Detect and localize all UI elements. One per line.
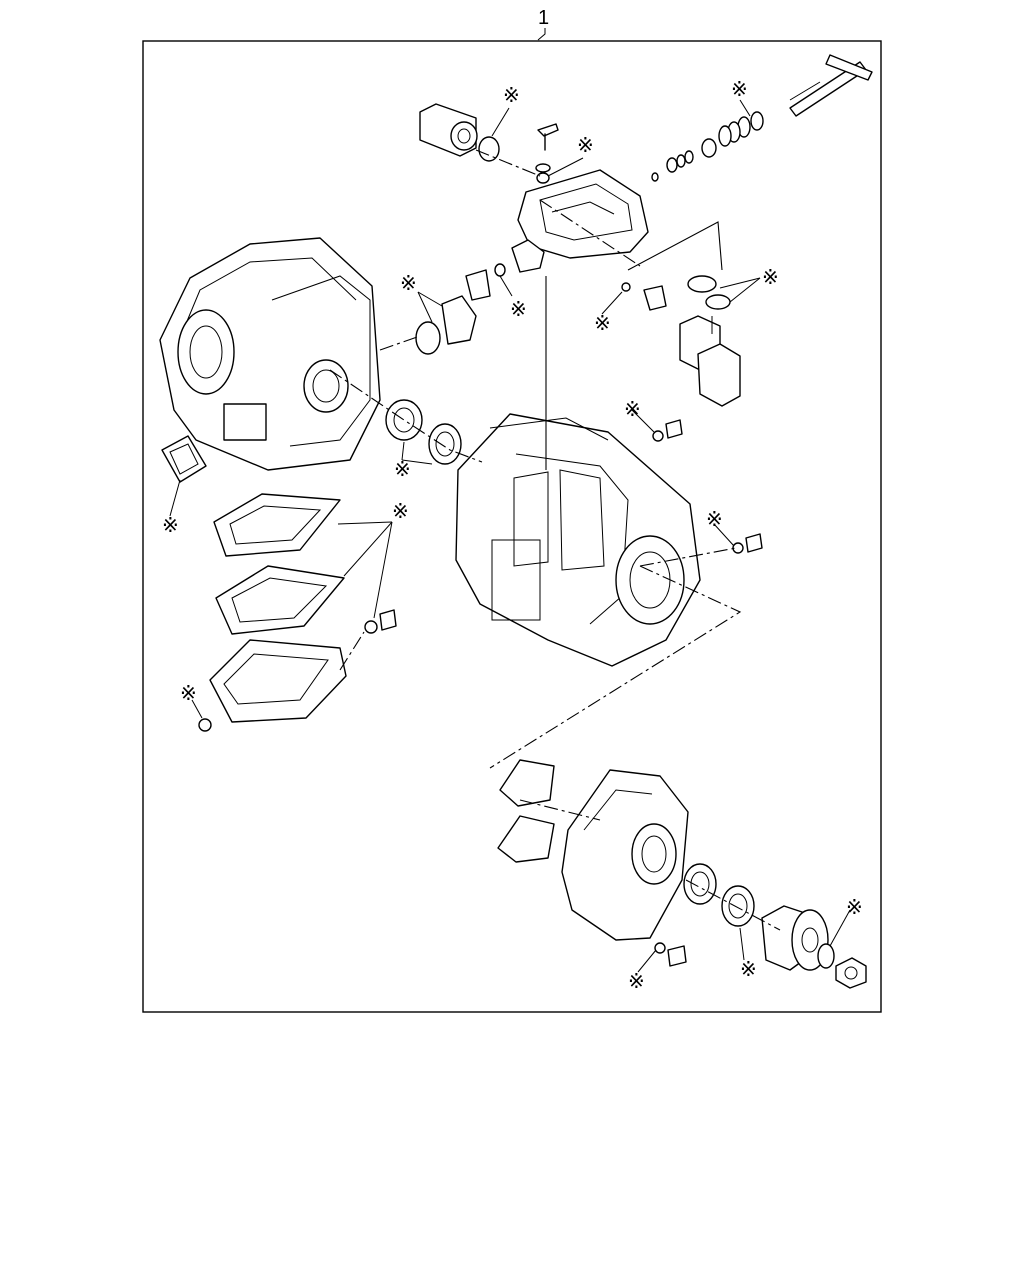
kit-marker: ※ (740, 957, 757, 981)
extension-housing-gasket (497, 759, 555, 863)
control-housing (511, 169, 649, 273)
kit-marker-leaders (169, 99, 851, 973)
oil-seal-lower (428, 423, 462, 465)
pan-drain-plug (364, 609, 397, 634)
callout-leader (537, 28, 546, 41)
selector-sensor (419, 103, 478, 157)
case-gasket-lower (215, 565, 345, 635)
small-sensor-left (465, 263, 506, 301)
flange-nut (835, 957, 867, 989)
assembly-frame (142, 40, 882, 1013)
transmission-case (455, 413, 701, 667)
bell-housing-gasket (415, 295, 477, 355)
flange-o-ring (817, 943, 835, 969)
kit-marker: ※ (706, 507, 723, 531)
kit-marker: ※ (624, 397, 641, 421)
pan-o-ring (198, 718, 212, 732)
drain-plug-middle (732, 533, 763, 554)
sensor-o-ring (478, 136, 500, 162)
kit-markers: ※ ※ ※ ※ ※ ※ ※ ※ ※ ※ ※ ※ ※ ※ ※ ※ (162, 77, 863, 993)
rear-oil-seal (721, 885, 755, 927)
control-bolt (535, 123, 559, 184)
extension-housing (561, 769, 689, 941)
rear-drain-plug (654, 942, 687, 967)
kit-marker: ※ (510, 297, 527, 321)
kit-marker: ※ (394, 457, 411, 481)
shaft-spring-rings (651, 111, 764, 182)
kit-marker: ※ (392, 499, 409, 523)
drain-plug-upper (652, 419, 683, 442)
kit-marker: ※ (594, 311, 611, 335)
kit-marker: ※ (162, 513, 179, 537)
callout-number: 1 (538, 7, 549, 29)
kit-marker: ※ (503, 83, 520, 107)
case-gasket-upper (213, 493, 341, 557)
kit-marker: ※ (846, 895, 863, 919)
rear-seal (683, 863, 717, 905)
kit-marker: ※ (400, 271, 417, 295)
small-sensor-right (621, 282, 667, 311)
kit-marker: ※ (180, 681, 197, 705)
bell-housing (159, 237, 381, 471)
selector-shaft (789, 54, 873, 117)
kit-marker: ※ (762, 265, 779, 289)
oil-pan (209, 639, 347, 723)
solenoid-valves (679, 275, 741, 407)
kit-marker: ※ (628, 969, 645, 993)
cover-plate-gasket (161, 435, 207, 483)
kit-marker: ※ (731, 77, 748, 101)
assembly-lines (329, 149, 781, 931)
kit-marker: ※ (577, 133, 594, 157)
companion-flange (761, 905, 829, 971)
oil-seal-upper (385, 399, 423, 441)
